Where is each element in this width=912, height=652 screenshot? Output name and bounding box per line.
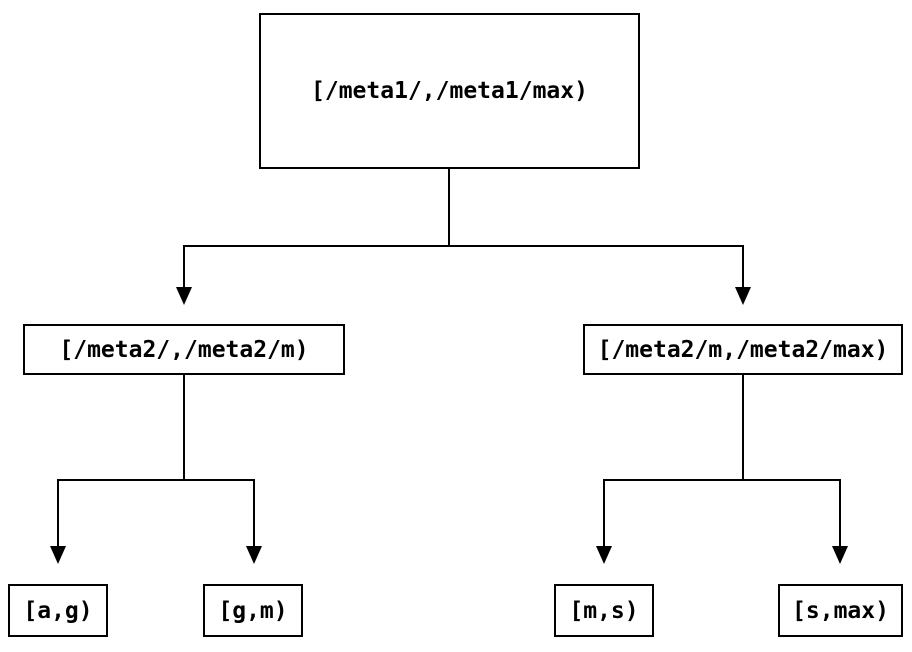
node-range-m-s: [m,s) bbox=[554, 584, 654, 637]
node-label: [/meta2/m,/meta2/max) bbox=[597, 336, 889, 363]
connector-line bbox=[603, 479, 841, 481]
connector-line bbox=[253, 479, 255, 546]
arrow-down-icon bbox=[596, 546, 612, 564]
arrow-down-icon bbox=[176, 287, 192, 305]
arrow-down-icon bbox=[832, 546, 848, 564]
node-label: [m,s) bbox=[569, 597, 639, 624]
connector-line bbox=[183, 245, 185, 288]
connector-line bbox=[742, 375, 744, 481]
node-range-a-g: [a,g) bbox=[8, 584, 108, 637]
connector-line bbox=[839, 479, 841, 546]
node-label: [a,g) bbox=[23, 597, 93, 624]
node-meta2-right-range: [/meta2/m,/meta2/max) bbox=[583, 324, 903, 375]
connector-line bbox=[742, 245, 744, 288]
connector-line bbox=[57, 479, 59, 546]
arrow-down-icon bbox=[735, 287, 751, 305]
connector-line bbox=[57, 479, 255, 481]
connector-line bbox=[603, 479, 605, 546]
node-meta1-range: [/meta1/,/meta1/max) bbox=[259, 13, 640, 169]
connector-line bbox=[183, 375, 185, 481]
node-label: [/meta2/,/meta2/m) bbox=[59, 336, 309, 363]
node-label: [s,max) bbox=[792, 597, 889, 624]
node-label: [g,m) bbox=[218, 597, 288, 624]
arrow-down-icon bbox=[50, 546, 66, 564]
node-range-s-max: [s,max) bbox=[778, 584, 903, 637]
connector-line bbox=[183, 245, 744, 247]
node-range-g-m: [g,m) bbox=[203, 584, 303, 637]
connector-line bbox=[448, 169, 450, 246]
arrow-down-icon bbox=[246, 546, 262, 564]
node-label: [/meta1/,/meta1/max) bbox=[311, 78, 588, 104]
node-meta2-left-range: [/meta2/,/meta2/m) bbox=[23, 324, 345, 375]
